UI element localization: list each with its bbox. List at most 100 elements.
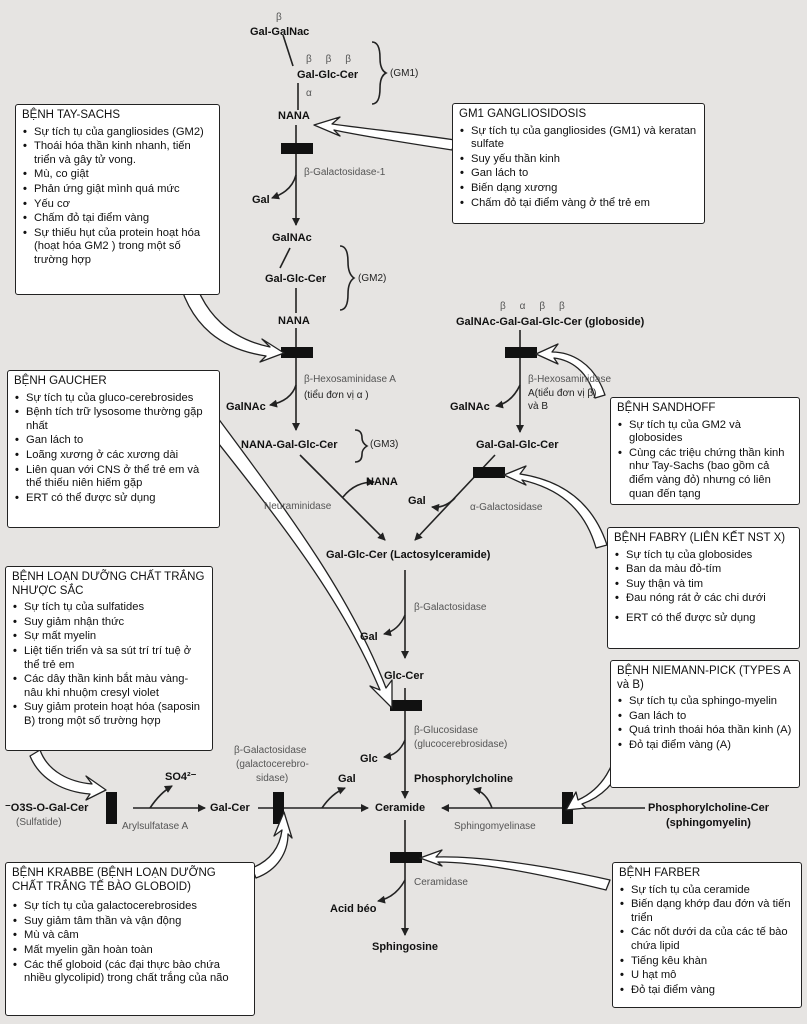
list-item: Đỏ tại điểm vàng (620, 984, 795, 998)
release-arrow-nana (342, 478, 375, 498)
list-item: Các thể globoid (các đại thực bào chứa n… (13, 959, 248, 986)
nana-label: NANA (278, 315, 310, 327)
list-item: Sự tích tụ của gluco-cerebrosides (15, 392, 213, 406)
enzyme-sphingomyelinase: Sphingomyelinase (454, 821, 536, 832)
enzyme-hexosaminidase-a: β-Hexosaminidase A (304, 374, 396, 385)
brace-gm1 (371, 41, 388, 105)
list-item: Bệnh tích trữ lysosome thường gặp nhất (15, 406, 213, 433)
gm2-label: (GM2) (358, 273, 387, 284)
pointer-farber (419, 849, 611, 891)
gm1-label: (GM1) (390, 68, 419, 79)
box-fabry: BỆNH FABRY (LIÊN KẾT NST X) Sự tích tụ c… (607, 527, 800, 649)
nana-label: NANA (366, 476, 398, 488)
galnac-label: GalNAc (450, 401, 490, 413)
gm1-galglccer: Gal-Glc-Cer (297, 69, 359, 81)
pathway-arrow-neuraminidase (299, 454, 386, 541)
list-item: Suy giảm tâm thần và vận động (13, 915, 248, 929)
lactosylceramide: Gal-Glc-Cer (Lactosylceramide) (326, 549, 491, 561)
symptom-list: Sự tích tụ của gluco-cerebrosides Bệnh t… (14, 392, 213, 506)
galnac-label: GalNAc (272, 232, 312, 244)
brace-gm2 (339, 245, 356, 311)
enzyme-ceramidase: Ceramidase (414, 877, 468, 888)
release-arrow-gal (271, 174, 297, 200)
symptom-list: Sự tích tụ của gangliosides (GM1) và ker… (459, 125, 698, 211)
list-item: Tiếng kêu khàn (620, 955, 795, 969)
block-bar (281, 143, 313, 154)
release-arrow-glc (383, 739, 406, 761)
pointer-fabry (503, 465, 608, 549)
release-arrow-gal-4 (321, 787, 346, 809)
list-item: Yếu cơ (23, 198, 213, 212)
pointer-mld (29, 749, 107, 801)
list-item: ERT có thể được sử dụng (15, 492, 213, 506)
list-item: Mù, co giật (23, 168, 213, 182)
glc-label: Glc (360, 753, 378, 765)
fatty-acid-label: Acid béo (330, 903, 377, 915)
block-bar (505, 347, 537, 358)
list-item: Gan lách to (460, 167, 698, 181)
release-arrow-gal-3 (383, 614, 406, 637)
list-item: Liệt tiến triển và sa sút trí trí tuệ ở … (13, 645, 206, 672)
release-arrow-galnac-2 (495, 384, 521, 409)
list-item: Các nốt dưới da của các tế bào chứa lipi… (620, 926, 795, 953)
list-item: Chấm đỏ tại điểm vàng (23, 212, 213, 226)
box-tay-sachs: BỆNH TAY-SACHS Sự tích tụ của gangliosid… (15, 104, 220, 295)
box-metachromatic-leukodystrophy: BỆNH LOẠN DƯỠNG CHẤT TRẮNG NHƯỢC SẮC Sự … (5, 566, 213, 751)
galgalglccer: Gal-Gal-Glc-Cer (476, 439, 559, 451)
list-item: Các dây thần kinh bắt màu vàng-nâu khi n… (13, 673, 206, 700)
list-item: Suy yếu thần kinh (460, 153, 698, 167)
box-krabbe: BỆNH KRABBE (BỆNH LOẠN DƯỠNG CHẤT TRẮNG … (5, 862, 255, 1016)
box-title: BỆNH LOẠN DƯỠNG CHẤT TRẮNG NHƯỢC SẮC (12, 571, 205, 597)
enzyme-neuraminidase: Neuraminidase (264, 501, 332, 512)
hexab-subunit-b: và B (528, 401, 549, 412)
enzyme-glucocerebrosidase: (glucocerebrosidase) (414, 739, 508, 750)
list-item: Biến dạng xương (460, 182, 698, 196)
enzyme-b-galactosidase-2: β-Galactosidase (414, 602, 487, 613)
sphingomyelin-name: (sphingomyelin) (666, 817, 751, 829)
list-item: Quá trình thoái hóa thần kinh (A) (618, 724, 793, 738)
list-item: Cùng các triệu chứng thần kinh như Tay-S… (618, 447, 793, 501)
gm2-galglccer: Gal-Glc-Cer (265, 273, 327, 285)
list-item: Đỏ tại điểm vàng (A) (618, 739, 793, 753)
release-arrow-phosphorylcholine (473, 786, 493, 809)
gm3-compound: NANA-Gal-Glc-Cer (241, 439, 338, 451)
pointer-krabbe (251, 811, 293, 879)
sphingosine: Sphingosine (372, 941, 438, 953)
box-title: BỆNH FARBER (619, 867, 701, 879)
box-farber: BỆNH FARBER Sự tích tụ của ceramide Biến… (612, 862, 802, 1008)
gal-label: Gal (338, 773, 356, 785)
list-item: Mù và câm (13, 929, 248, 943)
list-item: Sự tích tụ của globosides (615, 549, 793, 563)
symptom-list: Sự tích tụ của GM2 và globosides Cùng cá… (617, 419, 793, 502)
list-item: Sự tích tụ của ceramide (620, 884, 795, 898)
list-item: Gan lách to (618, 710, 793, 724)
phosphorylcholine-label: Phosphorylcholine (414, 773, 514, 785)
enzyme-hexosaminidase: β-Hexosaminidase (528, 374, 612, 385)
alpha-label: α (306, 88, 312, 99)
sulfatide: ⁻O3S-O-Gal-Cer (5, 802, 89, 814)
beta-labels: β β β (306, 54, 352, 65)
pointer-sandhoff (535, 343, 606, 399)
gal-label: Gal (408, 495, 426, 507)
box-gaucher: BỆNH GAUCHER Sự tích tụ của gluco-cerebr… (7, 370, 220, 528)
galcer: Gal-Cer (210, 802, 250, 814)
release-arrow-gal-2 (431, 497, 456, 512)
list-item: Sự tích tụ của galactocerebrosides (13, 900, 248, 914)
list-item: Ban da màu đỏ-tím (615, 563, 793, 577)
list-item: Sự mất myelin (13, 630, 206, 644)
list-item: ERT có thể được sử dụng (615, 612, 793, 626)
glccer: Glc-Cer (384, 670, 424, 682)
list-item: Thoái hóa thần kinh nhanh, tiến triển và… (23, 140, 213, 167)
enzyme-arylsulfatase: Arylsulfatase A (122, 821, 189, 832)
list-item: Sự tích tụ của sphingo-myelin (618, 695, 793, 709)
globoside: GalNAc-Gal-Gal-Glc-Cer (globoside) (456, 316, 645, 328)
gm3-label: (GM3) (370, 439, 399, 450)
list-item: Suy thận và tim (615, 578, 793, 592)
symptom-list: Sự tích tụ của ceramide Biến dạng khớp đ… (619, 884, 795, 998)
box-gm1-gangliosidosis: GM1 GANGLIOSIDOSIS Sự tích tụ của gangli… (452, 103, 705, 224)
box-title: BỆNH KRABBE (BỆNH LOẠN DƯỠNG CHẤT TRẮNG … (12, 867, 216, 893)
enzyme-galactocerebrosidase: β-Galactosidase (234, 745, 307, 756)
beta-label: β (276, 12, 282, 23)
list-item: Liên quan với CNS ở thể trẻ em và thể th… (15, 464, 213, 491)
